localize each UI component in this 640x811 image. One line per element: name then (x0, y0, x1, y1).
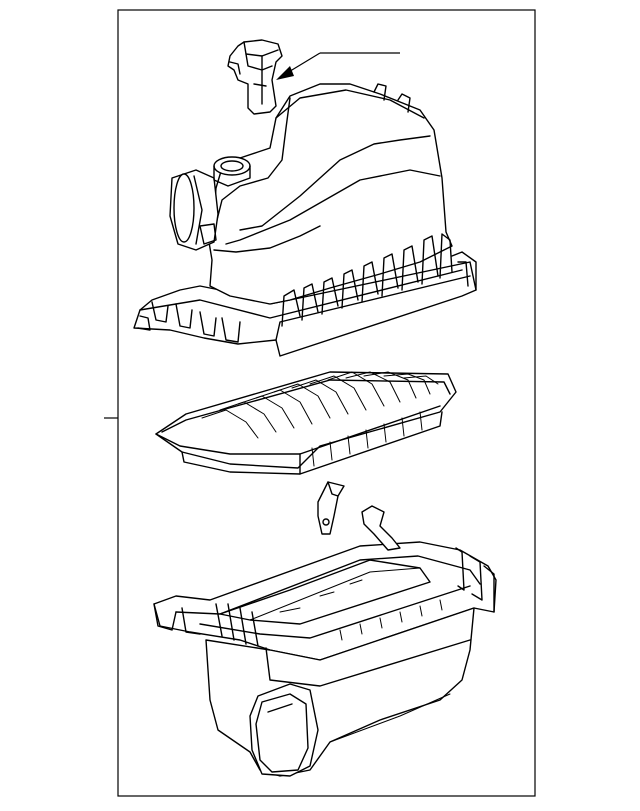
bracket-icon[interactable] (317, 481, 345, 535)
air-cleaner-lower-case-icon[interactable] (153, 505, 497, 777)
mass-air-flow-sensor-icon[interactable] (227, 39, 283, 115)
diagram-frame (117, 9, 536, 797)
air-cleaner-upper-housing-icon[interactable] (133, 83, 477, 357)
callout-leader (276, 52, 400, 80)
air-filter-element-icon[interactable] (155, 371, 457, 475)
